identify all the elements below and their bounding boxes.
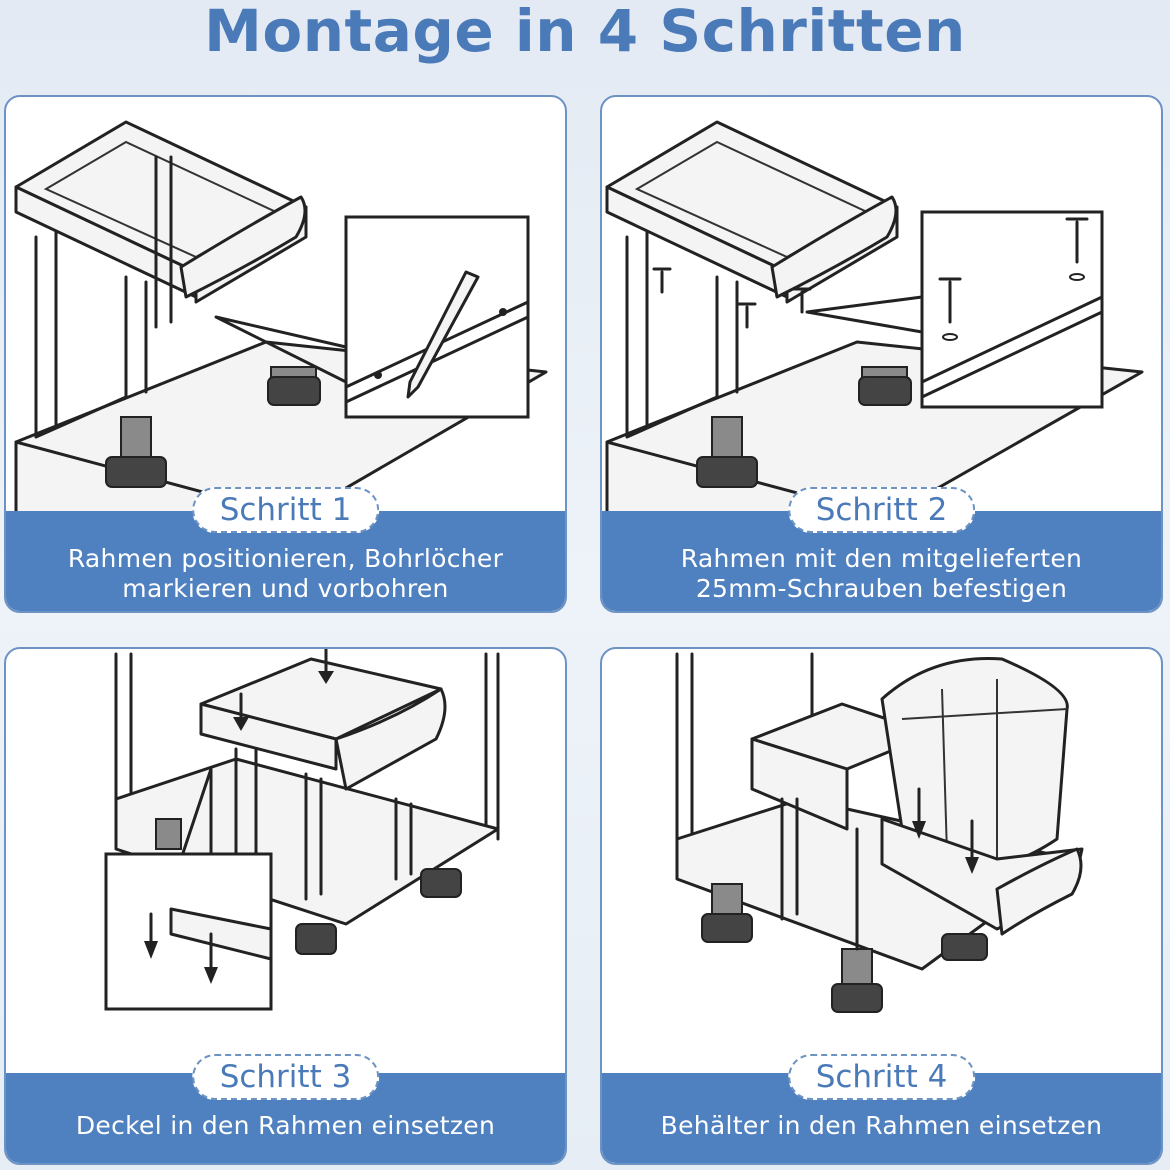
step-1-panel: Schritt 1 Rahmen positionieren, Bohrlöch… xyxy=(4,95,567,613)
step-4-description-line-1: Behälter in den Rahmen einsetzen xyxy=(660,1111,1103,1140)
step-1-description-line-1: Rahmen positionieren, Bohrlöcher xyxy=(67,544,504,573)
step-3-panel: Schritt 3 Deckel in den Rahmen einsetzen xyxy=(4,647,567,1165)
step-4-label: Schritt 4 xyxy=(787,1054,976,1100)
step-2-description-line-2: 25mm-Schrauben befestigen xyxy=(695,574,1068,603)
page-title: Montage in 4 Schritten xyxy=(204,0,966,65)
step-1-description-line-2: markieren und vorbohren xyxy=(122,574,449,603)
step-2-illustration xyxy=(605,120,1144,517)
step-3-description-line-1: Deckel in den Rahmen einsetzen xyxy=(75,1111,496,1140)
step-2-description-line-1: Rahmen mit den mitgelieferten xyxy=(680,544,1083,573)
step-3-illustration xyxy=(104,649,500,1011)
step-4-illustration xyxy=(675,652,1084,1013)
step-2-label: Schritt 2 xyxy=(787,487,976,533)
step-4-panel: Schritt 4 Behälter in den Rahmen einsetz… xyxy=(600,647,1163,1165)
step-2-panel: Schritt 2 Rahmen mit den mitgelieferten … xyxy=(600,95,1163,613)
step-1-label: Schritt 1 xyxy=(191,487,380,533)
step-3-label: Schritt 3 xyxy=(191,1054,380,1100)
step-1-illustration xyxy=(14,120,548,517)
